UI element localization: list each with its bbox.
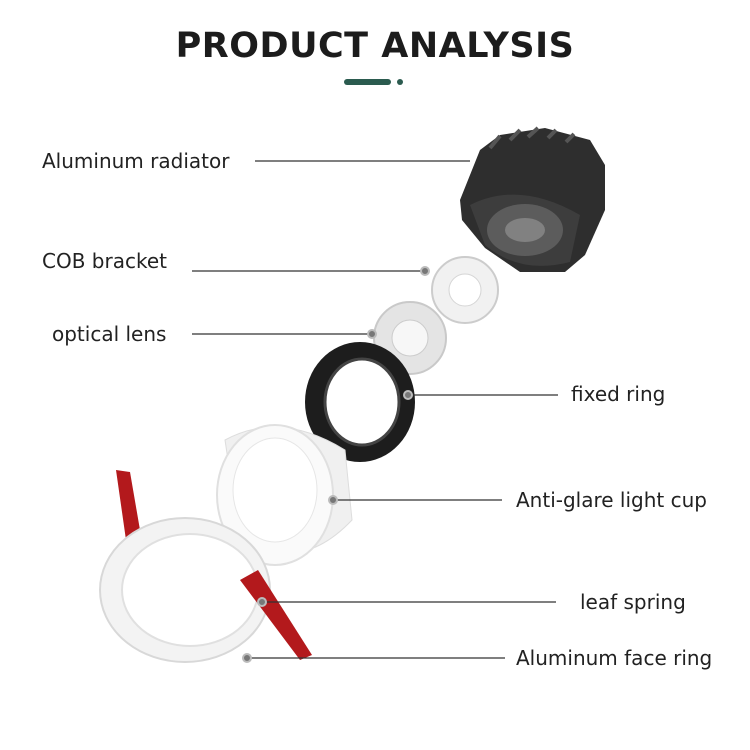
- leaf-spring-top-part: [116, 470, 140, 540]
- label-aluminum-face-ring: Aluminum face ring: [516, 646, 713, 670]
- aluminum-radiator-part: [460, 126, 605, 272]
- label-optical-lens: optical lens: [52, 322, 167, 346]
- fixed-ring-part: [305, 342, 415, 462]
- anti-glare-cup-part: [216, 424, 353, 566]
- label-aluminum-radiator: Aluminum radiator: [42, 149, 230, 173]
- face-ring-part: [99, 517, 271, 663]
- label-cob-bracket: COB bracket: [42, 249, 167, 273]
- leaf-spring-bottom-part: [240, 570, 312, 660]
- leader-dots: [242, 266, 430, 663]
- label-leaf-spring: leaf spring: [580, 590, 686, 614]
- label-fixed-ring: fixed ring: [571, 382, 666, 406]
- title-underline-bar: [344, 79, 391, 85]
- cob-bracket-part: [431, 256, 499, 324]
- page-title: PRODUCT ANALYSIS: [175, 26, 575, 66]
- label-anti-glare-cup: Anti-glare light cup: [516, 488, 707, 512]
- title-underline-dot: [397, 79, 403, 85]
- leader-lines: [192, 160, 558, 659]
